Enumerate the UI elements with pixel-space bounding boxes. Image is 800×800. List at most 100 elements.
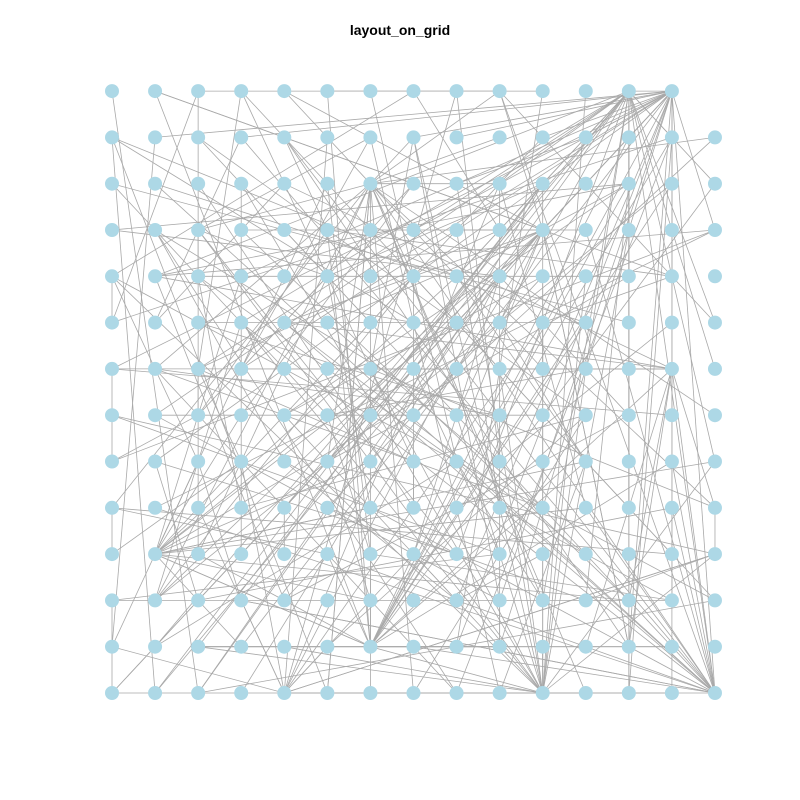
graph-edge xyxy=(154,183,371,601)
graph-node xyxy=(105,639,119,654)
graph-edge xyxy=(111,414,716,555)
graph-edge xyxy=(370,646,543,694)
graph-node xyxy=(406,500,421,515)
graph-node xyxy=(320,547,335,562)
graph-node xyxy=(277,361,292,376)
graph-edge xyxy=(198,229,328,277)
graph-node xyxy=(363,500,378,515)
graph-edge xyxy=(542,276,587,694)
graph-node xyxy=(449,223,464,237)
graph-node xyxy=(277,176,292,191)
graph-node xyxy=(320,223,335,237)
graph-node xyxy=(105,500,119,515)
graph-node xyxy=(277,84,292,99)
graph-node xyxy=(105,547,119,562)
graph-edge xyxy=(154,90,371,647)
graph-node xyxy=(234,547,249,562)
graph-node xyxy=(535,686,550,700)
graph-node xyxy=(363,454,378,469)
graph-node xyxy=(148,408,163,423)
graph-edge xyxy=(671,507,716,694)
graph-node xyxy=(148,269,163,284)
graph-edge xyxy=(585,229,716,694)
graph-node xyxy=(105,361,119,376)
graph-edge xyxy=(197,461,242,601)
graph-edge xyxy=(111,137,414,323)
graph-edge xyxy=(111,90,199,323)
graph-node xyxy=(578,500,593,515)
graph-node xyxy=(707,639,722,654)
graph-node xyxy=(449,408,464,423)
graph-node xyxy=(707,223,722,237)
graph-node xyxy=(707,130,722,145)
graph-edge xyxy=(283,137,630,647)
graph-node xyxy=(320,639,335,654)
graph-node xyxy=(535,408,550,423)
graph-node xyxy=(492,361,507,376)
graph-node xyxy=(105,223,119,237)
graph-node xyxy=(492,269,507,284)
graph-edge xyxy=(413,646,716,694)
graph-node xyxy=(277,686,292,700)
graph-node xyxy=(277,269,292,284)
graph-edge xyxy=(585,183,630,601)
graph-edge xyxy=(499,90,716,323)
graph-node xyxy=(105,130,119,145)
graph-node xyxy=(406,547,421,562)
graph-edge xyxy=(111,414,199,462)
graph-node xyxy=(578,315,593,330)
graph-node xyxy=(578,686,593,700)
graph-node xyxy=(363,269,378,284)
graph-edge xyxy=(499,322,673,462)
graph-node xyxy=(148,593,163,608)
graph-edge xyxy=(413,553,457,601)
graph-node xyxy=(234,176,249,191)
graph-edge xyxy=(585,553,716,601)
graph-node xyxy=(492,547,507,562)
graph-edge xyxy=(111,137,457,277)
graph-node xyxy=(492,593,507,608)
graph-node xyxy=(148,315,163,330)
graph-edge xyxy=(154,507,371,555)
graph-node xyxy=(664,686,679,700)
graph-node xyxy=(191,408,206,423)
graph-node xyxy=(363,639,378,654)
graph-edge xyxy=(197,90,673,601)
graph-node xyxy=(621,547,636,562)
graph-edge xyxy=(499,368,544,694)
graph-node xyxy=(191,223,206,237)
graph-node xyxy=(664,84,679,99)
graph-node xyxy=(406,223,421,237)
graph-node xyxy=(406,361,421,376)
graph-node xyxy=(578,130,593,145)
graph-node xyxy=(320,176,335,191)
graph-node xyxy=(191,361,206,376)
graph-node xyxy=(234,408,249,423)
graph-node xyxy=(234,269,249,284)
graph-node xyxy=(621,408,636,423)
graph-edge xyxy=(154,322,457,555)
graph-edge xyxy=(413,90,672,138)
graph-node xyxy=(664,500,679,515)
graph-node xyxy=(535,500,550,515)
graph-node xyxy=(406,84,421,99)
graph-node xyxy=(621,593,636,608)
graph-edge xyxy=(499,90,673,601)
graph-edge xyxy=(499,461,587,694)
graph-edge xyxy=(154,461,457,555)
graph-node xyxy=(707,593,722,608)
graph-node xyxy=(148,454,163,469)
graph-edge xyxy=(198,507,672,601)
graph-node xyxy=(578,593,593,608)
graph-node xyxy=(148,639,163,654)
graph-node xyxy=(320,130,335,145)
graph-node xyxy=(406,639,421,654)
graph-node xyxy=(621,223,636,237)
graph-node xyxy=(621,84,636,99)
graph-node xyxy=(578,84,593,99)
graph-node xyxy=(664,454,679,469)
graph-node xyxy=(535,593,550,608)
graph-edge xyxy=(456,91,501,462)
graph-node xyxy=(148,84,163,99)
graph-edge xyxy=(283,137,328,231)
